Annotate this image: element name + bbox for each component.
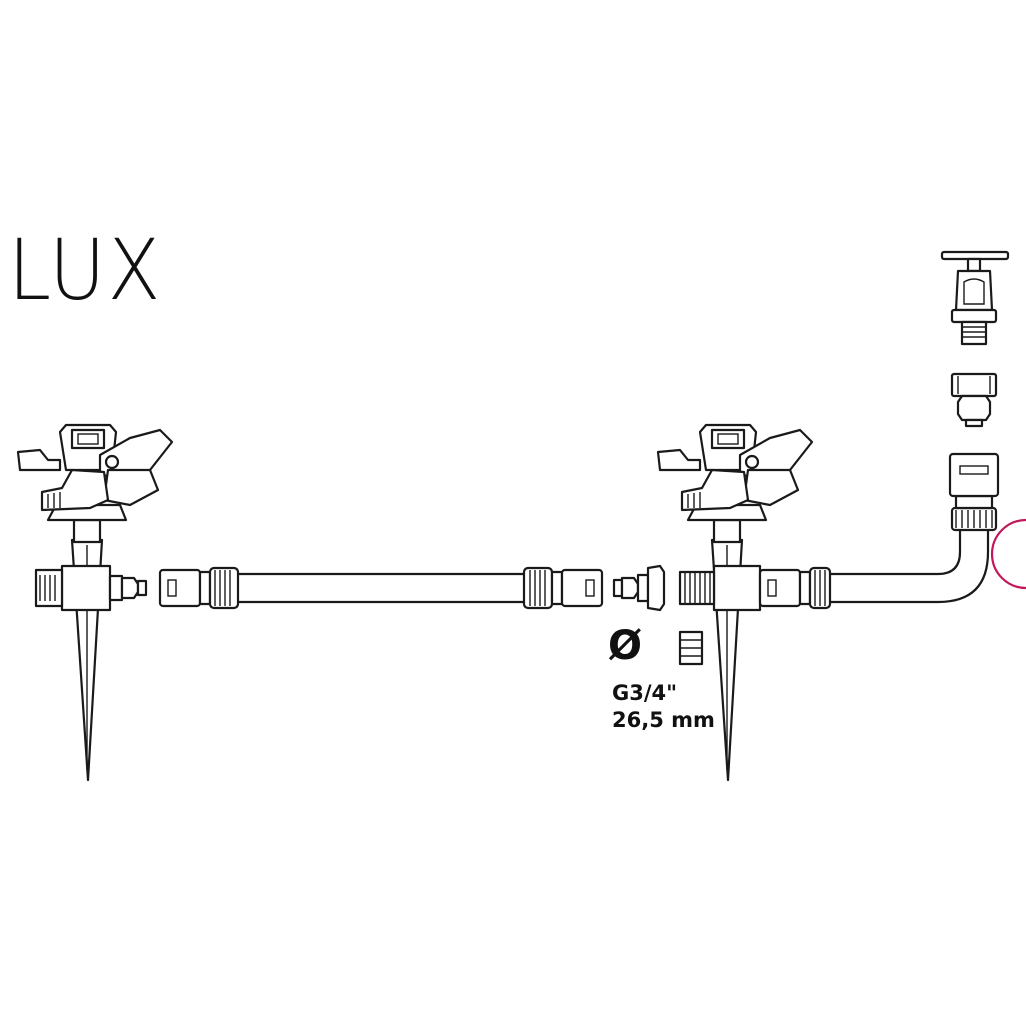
diameter-size: 26,5 mm	[612, 708, 715, 732]
spec-block: G3/4" 26,5 mm	[612, 680, 715, 734]
tap-adapter	[950, 372, 998, 428]
thread-icon	[678, 630, 704, 666]
water-tap	[940, 250, 1010, 346]
supply-hose	[758, 452, 1000, 610]
accent-arc	[990, 518, 1026, 590]
thread-adapter	[612, 564, 666, 612]
thread-size: G3/4"	[612, 681, 678, 705]
left-impact-sprinkler	[16, 423, 174, 782]
diameter-icon: Ø	[608, 623, 643, 669]
product-title: LUX	[8, 221, 163, 319]
hose-with-connectors	[158, 566, 604, 610]
